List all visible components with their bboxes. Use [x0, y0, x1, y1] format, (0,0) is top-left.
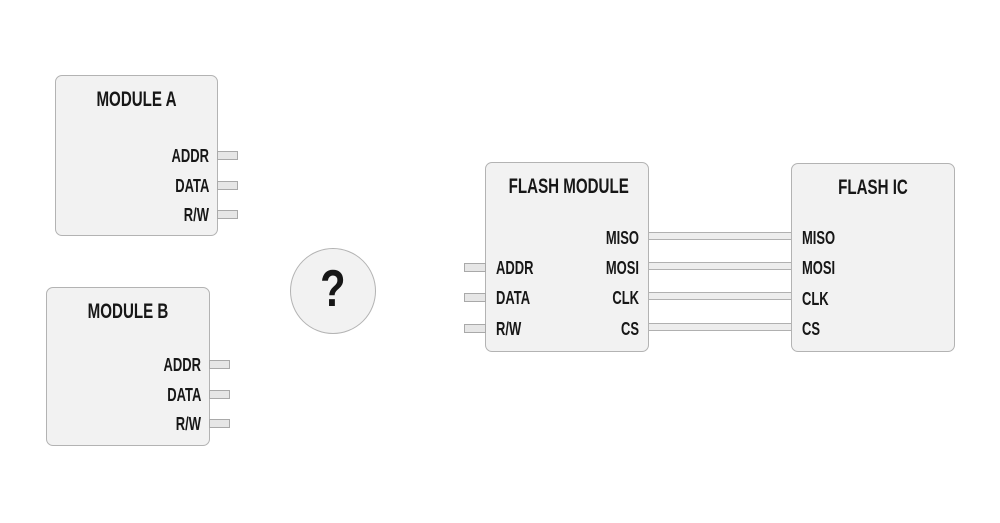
- flash-module-pin-cs-label: CS: [620, 319, 639, 339]
- wire-miso: [649, 232, 791, 240]
- module-a-title: MODULE A: [96, 88, 177, 111]
- flash-module-title: FLASH MODULE: [508, 175, 629, 198]
- module-a-pin-addr-label: ADDR: [171, 146, 209, 166]
- flash-module-pin-data-label: DATA: [496, 288, 531, 308]
- module-a-pin-addr-stub: [217, 151, 238, 160]
- module-a-pin-rw-label: R/W: [183, 205, 209, 225]
- flash-module-pin-addr-label: ADDR: [496, 258, 534, 278]
- module-b-pin-rw-label: R/W: [175, 414, 201, 434]
- flash-module-pin-data-stub: [464, 293, 486, 302]
- module-a-pin-rw-stub: [217, 210, 238, 219]
- wire-clk: [649, 292, 791, 300]
- module-b-pin-data-label: DATA: [166, 385, 201, 405]
- flash-ic-pin-mosi-label: MOSI: [802, 258, 836, 278]
- module-b-box: MODULE B ADDR DATA R/W: [46, 287, 230, 446]
- question-mark: ?: [320, 260, 346, 318]
- flash-module-pin-rw-label: R/W: [496, 319, 522, 339]
- module-a-pin-data-label: DATA: [174, 176, 209, 196]
- flash-ic-box: FLASH IC MISO MOSI CLK CS: [791, 163, 955, 352]
- flash-ic-title: FLASH IC: [838, 176, 908, 199]
- module-b-title: MODULE B: [87, 300, 169, 323]
- module-b-pin-addr-label: ADDR: [163, 355, 201, 375]
- wire-mosi: [649, 262, 791, 270]
- module-b-pin-data-stub: [209, 390, 230, 399]
- module-b-pin-rw-stub: [209, 419, 230, 428]
- flash-module-pin-mosi-label: MOSI: [605, 258, 639, 278]
- module-a-pin-data-stub: [217, 181, 238, 190]
- module-a-box: MODULE A ADDR DATA R/W: [55, 75, 238, 236]
- flash-module-box: FLASH MODULE ADDR DATA R/W MISO MOSI CLK…: [464, 162, 649, 352]
- module-b-pin-addr-stub: [209, 360, 230, 369]
- question-circle: ?: [290, 248, 376, 334]
- flash-ic-pin-miso-label: MISO: [802, 228, 836, 248]
- flash-module-pin-miso-label: MISO: [605, 228, 639, 248]
- flash-module-pin-rw-stub: [464, 324, 486, 333]
- flash-module-pin-addr-stub: [464, 263, 486, 272]
- wire-cs: [649, 323, 791, 331]
- flash-ic-pin-clk-label: CLK: [802, 289, 829, 309]
- flash-module-pin-clk-label: CLK: [612, 288, 639, 308]
- flash-ic-pin-cs-label: CS: [802, 319, 821, 339]
